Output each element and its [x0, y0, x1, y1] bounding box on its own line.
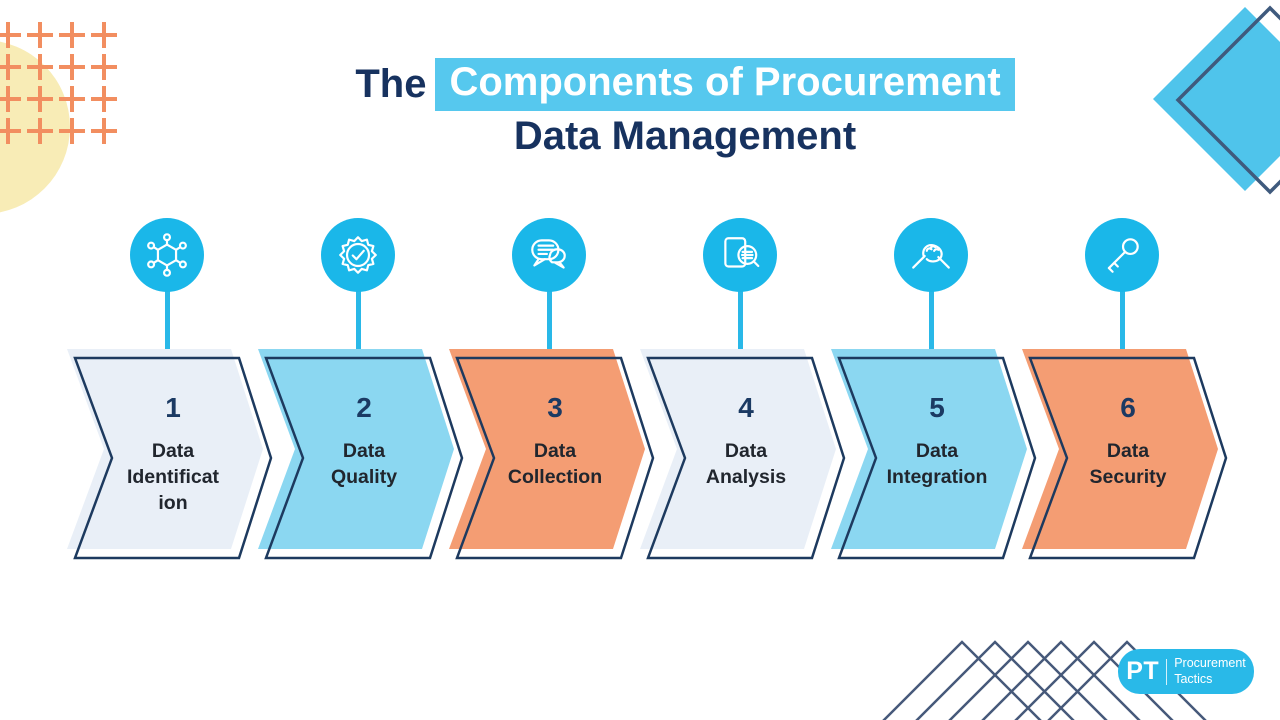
chevron-shape [258, 349, 464, 560]
step-data-security: 6 Data Security [1020, 0, 1236, 620]
chevron-shape [640, 349, 846, 560]
chevron-shape [67, 349, 273, 560]
network-molecule-icon [147, 233, 187, 277]
step-icon-circle [894, 218, 968, 292]
diamond-outline-decor [1175, 5, 1280, 195]
title-prefix: The [355, 62, 427, 106]
step-icon-circle [130, 218, 204, 292]
yellow-circle-decor [0, 41, 70, 213]
step-text: 5 Data Integration [829, 392, 1045, 491]
key-icon [1107, 238, 1139, 273]
logo-name-line1: Procurement [1174, 655, 1246, 670]
step-text: 2 Data Quality [256, 392, 472, 491]
connector-line [738, 290, 743, 360]
connector-line [165, 290, 170, 360]
document-search-icon [724, 237, 760, 268]
logo-divider [1166, 658, 1168, 685]
connector-line [356, 290, 361, 360]
step-label: Data Integration [886, 440, 988, 488]
logo-name: Procurement Tactics [1174, 656, 1246, 687]
step-text: 3 Data Collection [447, 392, 663, 491]
step-number: 1 [165, 392, 181, 423]
blue-diamond-decor [1153, 7, 1280, 191]
step-text: 1 Data Identificat ion [65, 392, 281, 517]
step-number: 6 [1120, 392, 1136, 423]
connector-line [929, 290, 934, 360]
step-icon-circle [1085, 218, 1159, 292]
lattice-diamonds-decor [882, 640, 1207, 720]
step-number: 3 [547, 392, 563, 423]
step-label: Data Identificat ion [126, 440, 220, 514]
step-icon-circle [321, 218, 395, 292]
step-label: Data Analysis [705, 440, 787, 488]
step-data-collection: 3 Data Collection [447, 0, 663, 620]
title-highlighted-text: Components of Procurement [435, 58, 1015, 111]
connector-line [547, 290, 552, 360]
step-icon-circle [512, 218, 586, 292]
step-label: Data Collection [507, 440, 603, 488]
step-label: Data Quality [330, 440, 398, 488]
step-number: 2 [356, 392, 372, 423]
step-icon-circle [703, 218, 777, 292]
step-data-integration: 5 Data Integration [829, 0, 1045, 620]
chevron-shape [831, 349, 1037, 560]
handshake-icon [912, 244, 950, 269]
step-label: Data Security [1089, 440, 1167, 488]
step-data-identification: 1 Data Identificat ion [65, 0, 281, 620]
step-text: 6 Data Security [1020, 392, 1236, 491]
step-number: 5 [929, 392, 945, 423]
chevron-shape [1022, 349, 1228, 560]
procurement-tactics-logo: PT Procurement Tactics [1118, 649, 1254, 694]
title-line-1: The Components of Procurement [275, 58, 1095, 111]
logo-name-line2: Tactics [1174, 671, 1213, 686]
step-data-quality: 2 Data Quality [256, 0, 472, 620]
chevron-shape [449, 349, 655, 560]
page-title: The Components of Procurement Data Manag… [275, 58, 1095, 159]
verified-badge-icon [339, 236, 377, 274]
chat-bubbles-icon [531, 239, 566, 269]
title-line-2: Data Management [513, 114, 857, 158]
connector-line [1120, 290, 1125, 360]
plus-grid-decor [0, 22, 117, 144]
step-data-analysis: 4 Data Analysis [638, 0, 854, 620]
logo-monogram: PT [1126, 657, 1160, 685]
step-number: 4 [738, 392, 754, 423]
step-text: 4 Data Analysis [638, 392, 854, 491]
